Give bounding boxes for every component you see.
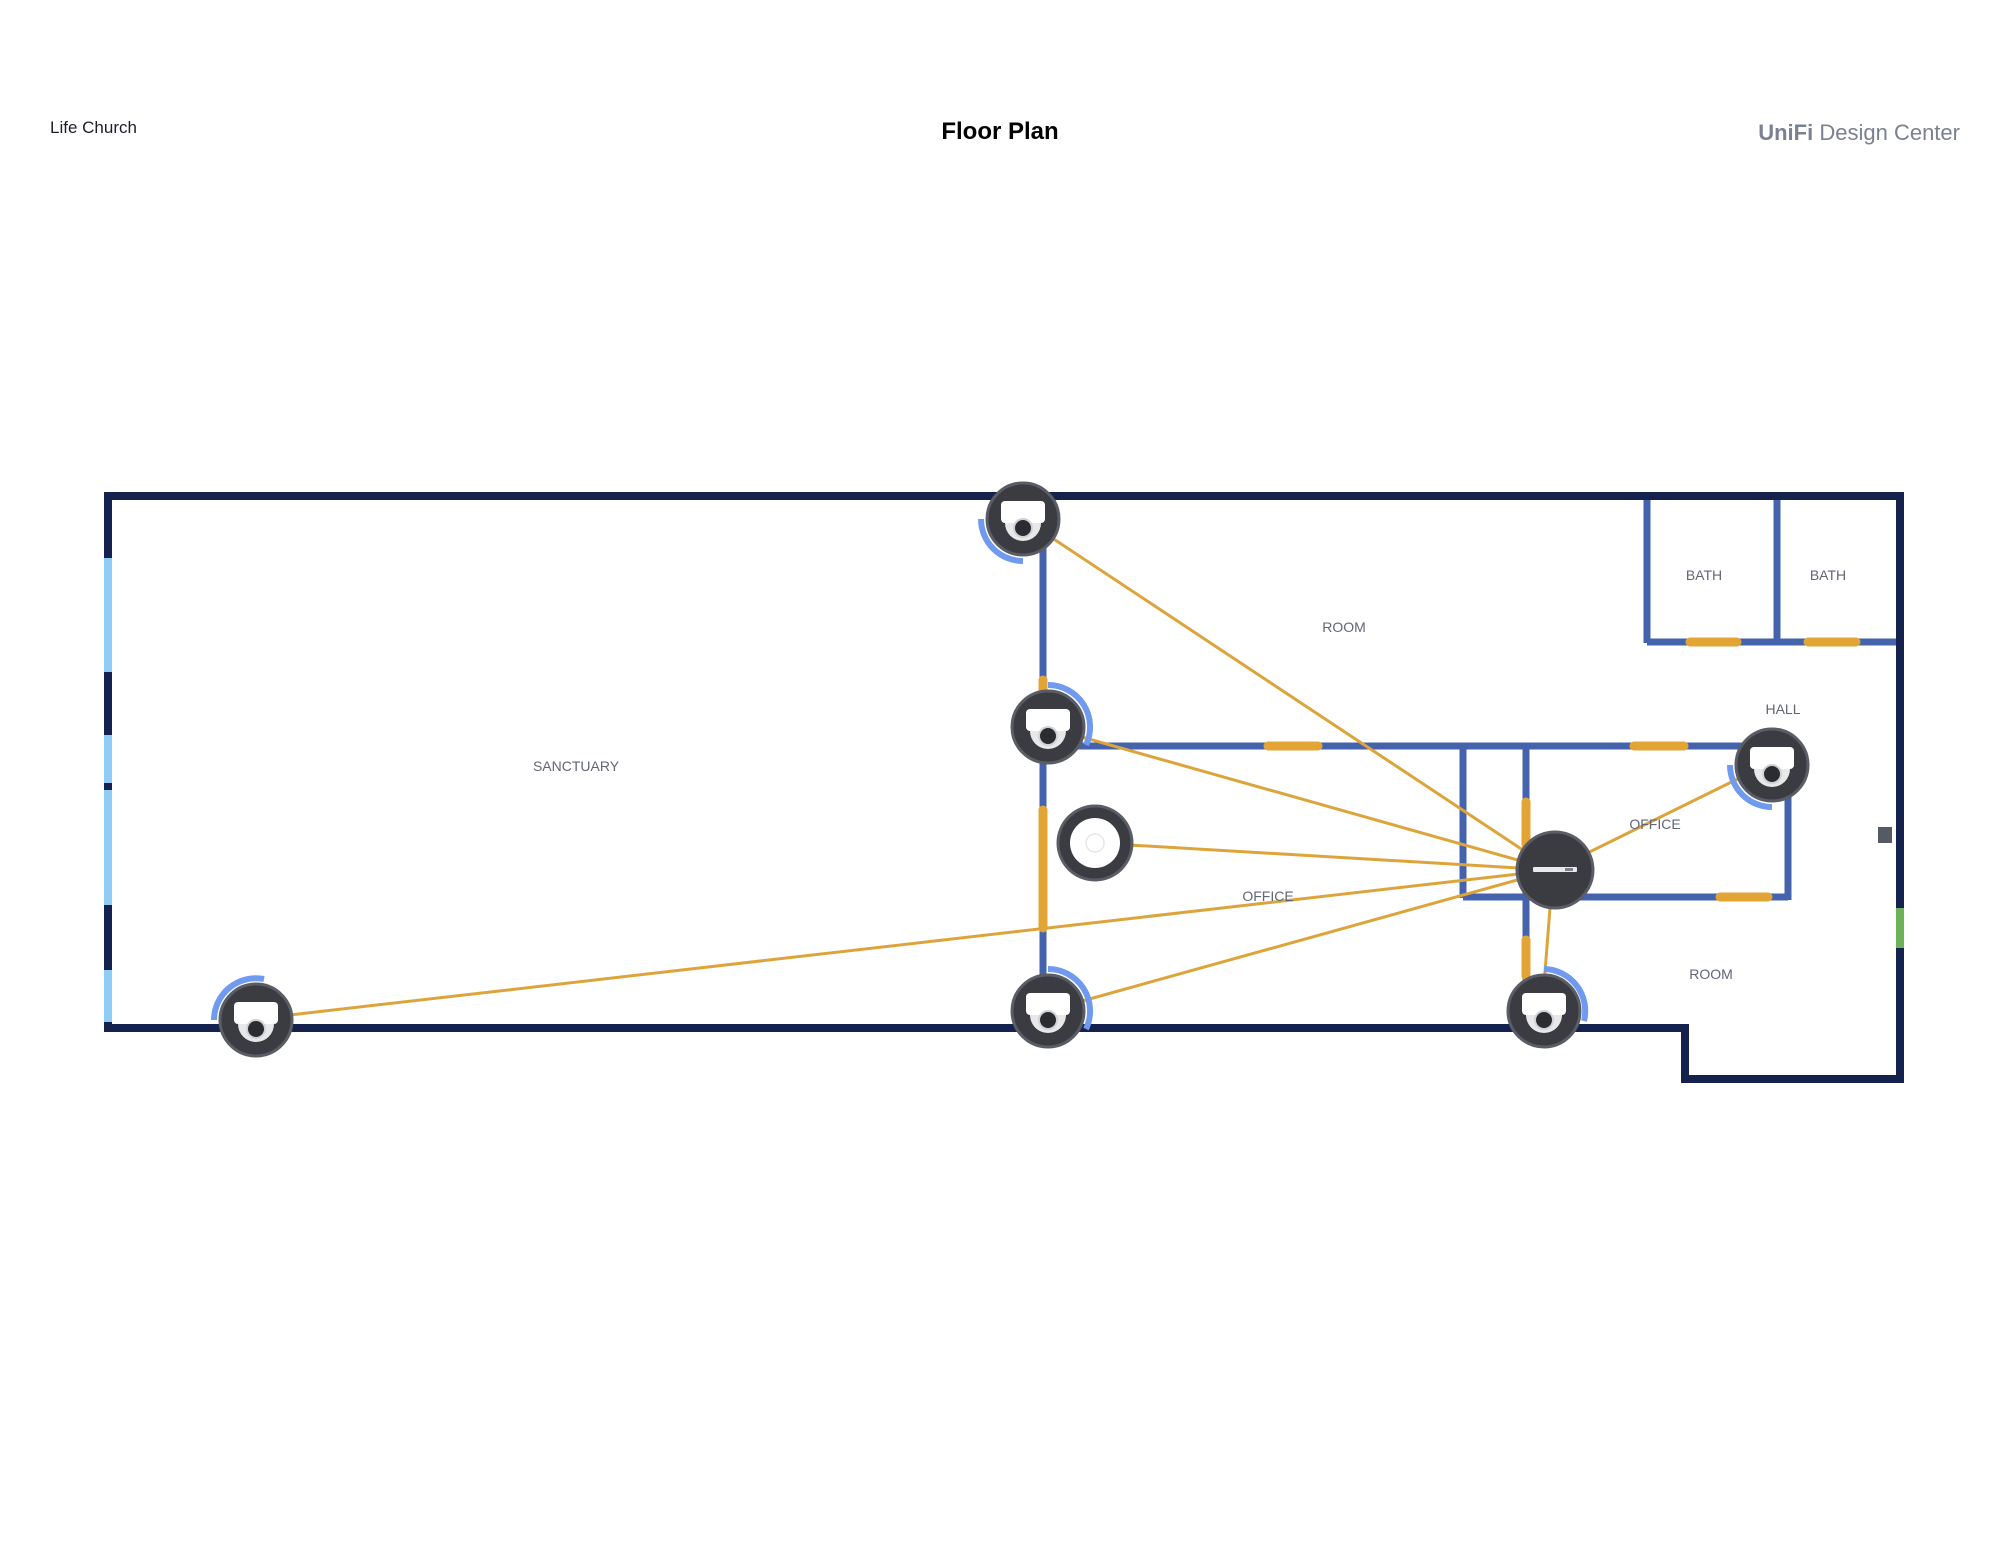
camera-fov-arc <box>1047 681 1093 747</box>
page-title: Floor Plan <box>941 118 1059 145</box>
cable-camera-top-center <box>1024 518 1554 872</box>
camera-bottom-right[interactable] <box>1506 966 1589 1049</box>
room-label-room-top: ROOM <box>1322 619 1366 635</box>
room-label-sanctuary: SANCTUARY <box>533 758 620 774</box>
exterior-wall-outline <box>104 492 1904 1083</box>
camera-fov-arc <box>1047 965 1093 1031</box>
camera-hall[interactable] <box>1727 727 1810 810</box>
cable-camera-center-upper <box>1049 726 1554 872</box>
cable-access-point <box>1095 841 1554 872</box>
network-switch[interactable] <box>1515 830 1595 910</box>
cable-camera-bottom-left <box>254 868 1554 1021</box>
project-name: Life Church <box>50 118 137 137</box>
room-label-bath-2: BATH <box>1810 567 1846 583</box>
exterior-walls <box>104 492 1904 1083</box>
cables <box>254 518 1769 1021</box>
camera-fov-arc <box>211 975 265 1021</box>
doors <box>1038 637 1861 981</box>
room-label-bath-1: BATH <box>1686 567 1722 583</box>
access-point[interactable] <box>1056 804 1134 882</box>
brand-logo: UniFi Design Center <box>1758 120 1960 146</box>
room-label-office-right: OFFICE <box>1629 816 1680 832</box>
brand-mark: UniFi <box>1758 120 1814 145</box>
camera-fov-arc <box>978 518 1024 564</box>
cable-camera-bottom-center <box>1049 868 1554 1012</box>
brand-name: Design Center <box>1819 120 1960 145</box>
room-label-office-left: OFFICE <box>1242 888 1293 904</box>
room-label-room-bottom: ROOM <box>1689 966 1733 982</box>
room-label-hall: HALL <box>1765 701 1800 717</box>
camera-fov-arc <box>1543 966 1589 1022</box>
camera-bottom-center[interactable] <box>1010 965 1093 1049</box>
camera-center-upper[interactable] <box>1010 681 1093 765</box>
camera-top-center[interactable] <box>978 481 1061 564</box>
camera-bottom-left[interactable] <box>211 975 294 1058</box>
east-wall-marker <box>1878 827 1892 843</box>
camera-fov-arc <box>1727 764 1773 810</box>
